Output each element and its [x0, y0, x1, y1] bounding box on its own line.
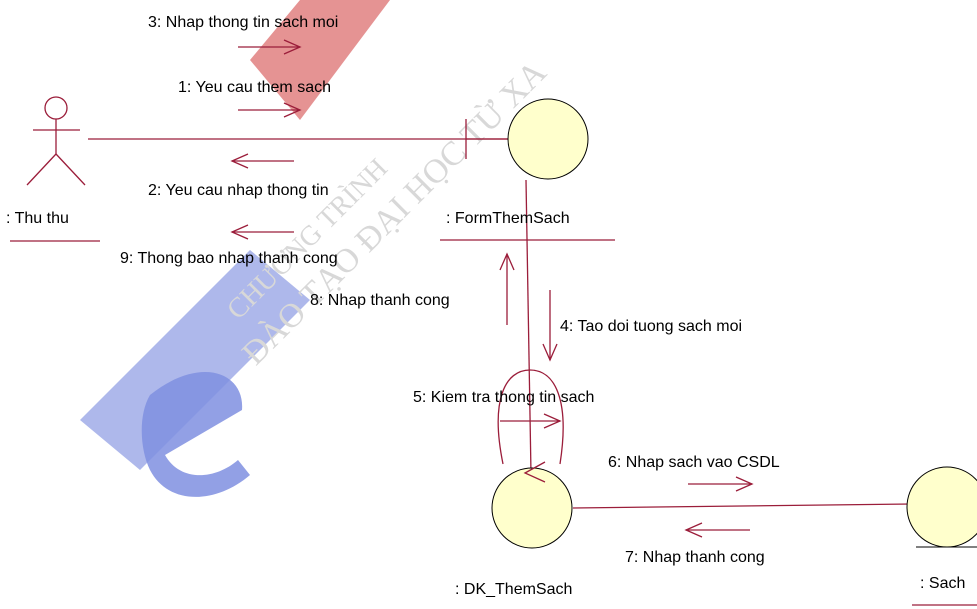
message-label-2: 2: Yeu cau nhap thong tin	[148, 182, 329, 199]
watermark-red-band	[250, 0, 390, 120]
message-arrow-8	[499, 252, 515, 325]
link-form-dk	[525, 179, 532, 475]
actor-leg-right	[55, 153, 86, 186]
actor-thu-thu[interactable]	[10, 96, 100, 242]
object-dk-them-sach[interactable]	[491, 461, 573, 549]
message-label-7: 7: Nhap thanh cong	[625, 549, 765, 566]
message-arrow-9	[230, 224, 294, 240]
message-label-5: 5: Kiem tra thong tin sach	[413, 389, 594, 406]
message-arrow-7	[684, 522, 750, 538]
message-arrow-4	[542, 290, 558, 362]
control-icon	[491, 467, 573, 549]
link-dk-sach	[572, 503, 913, 509]
self-loop-dk	[497, 369, 564, 465]
object-sach[interactable]	[906, 466, 977, 606]
dk-them-sach-label: : DK_ThemSach	[455, 581, 572, 598]
object-form-them-sach[interactable]	[440, 98, 615, 241]
message-label-6: 6: Nhap sach vao CSDL	[608, 454, 780, 471]
boundary-icon	[507, 98, 589, 180]
message-label-1: 1: Yeu cau them sach	[178, 79, 331, 96]
sach-label: : Sach	[920, 575, 965, 592]
control-arrow-icon	[523, 461, 546, 483]
actor-leg-left	[26, 153, 57, 186]
form-them-sach-label: : FormThemSach	[446, 210, 570, 227]
actor-label: : Thu thu	[6, 210, 69, 227]
message-label-8: 8: Nhap thanh cong	[310, 292, 450, 309]
message-label-4: 4: Tao doi tuong sach moi	[560, 318, 742, 335]
watermark-logo-shape	[141, 372, 250, 497]
message-arrow-1	[238, 102, 302, 118]
message-arrow-2	[230, 153, 294, 169]
watermark: CHƯƠNG TRÌNH ĐÀO TẠO ĐẠI HỌC TỪ XA	[80, 0, 554, 497]
message-arrow-3	[238, 39, 302, 55]
entity-icon	[906, 466, 977, 548]
message-arrow-5	[500, 413, 562, 429]
watermark-blue-band	[80, 250, 310, 470]
message-label-9: 9: Thong bao nhap thanh cong	[120, 250, 338, 267]
message-label-3: 3: Nhap thong tin sach moi	[148, 14, 338, 31]
actor-head-icon	[44, 96, 68, 120]
message-arrow-6	[688, 476, 754, 492]
